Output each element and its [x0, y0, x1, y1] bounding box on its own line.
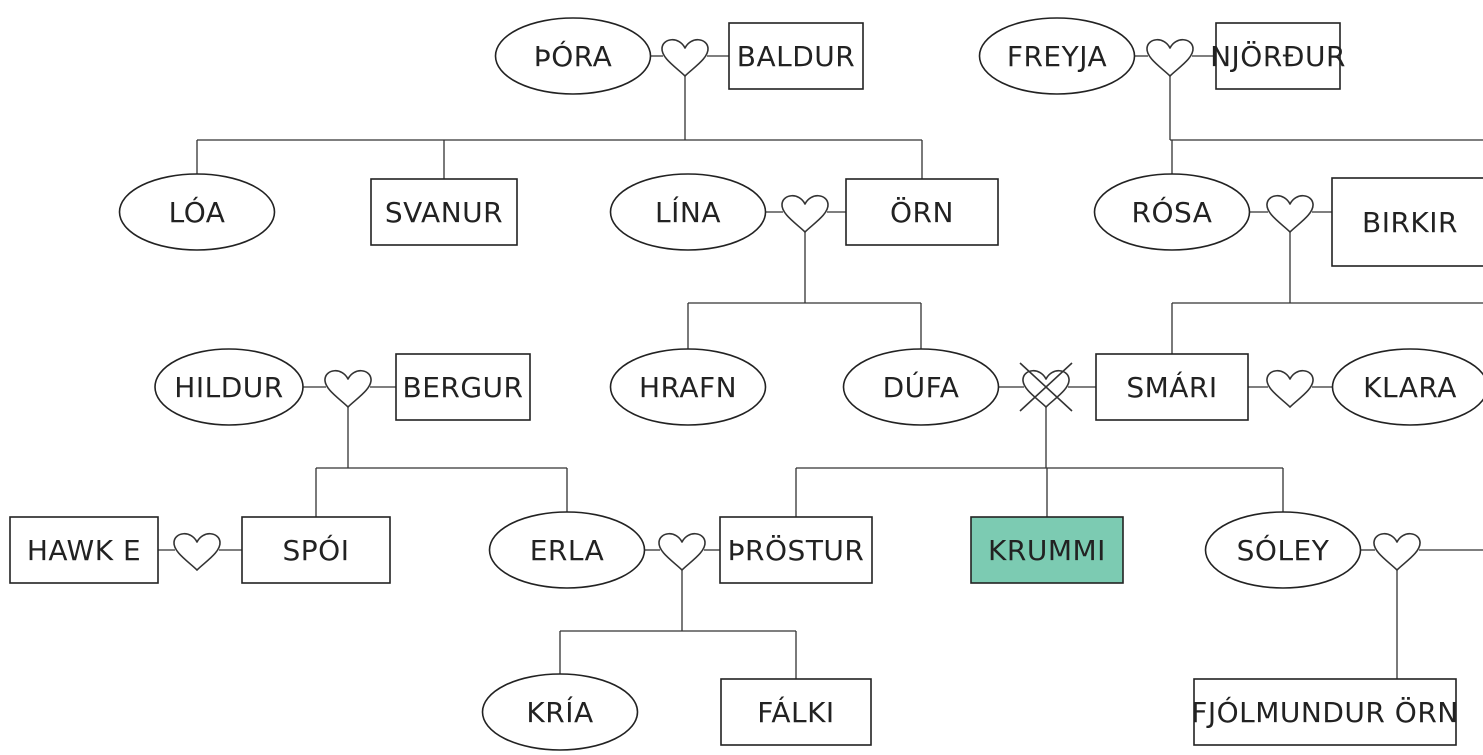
person-name-label: LÍNA	[655, 195, 721, 229]
person-name-label: FJÓLMUNDUR ÖRN	[1191, 695, 1458, 729]
person-rosa: RÓSA	[1093, 173, 1251, 251]
person-birkir: BIRKIR	[1331, 177, 1483, 267]
person-name-label: HAWK E	[27, 534, 141, 567]
person-name-label: DÚFA	[883, 370, 960, 404]
person-klara: KLARA	[1331, 348, 1483, 426]
ellipse-node	[1204, 511, 1362, 589]
heart-icon	[1266, 194, 1314, 233]
ellipse-node	[118, 173, 276, 251]
heart-icon	[173, 532, 221, 571]
connector-lines	[158, 55, 1483, 679]
person-name-label: ÖRN	[890, 195, 954, 229]
ellipse-node	[1331, 348, 1483, 426]
person-name-label: RÓSA	[1132, 195, 1213, 229]
person-soley: SÓLEY	[1204, 511, 1362, 589]
ellipse-node	[842, 348, 1000, 426]
ellipse-node	[978, 17, 1136, 95]
heart-icon	[1146, 38, 1194, 77]
person-throstur: ÞRÖSTUR	[719, 516, 873, 584]
heart-icon	[781, 194, 829, 233]
ellipse-node	[609, 173, 767, 251]
person-name-label: NJÖRÐUR	[1210, 39, 1346, 73]
person-lina: LÍNA	[609, 173, 767, 251]
heart-icon	[658, 532, 706, 571]
rect-node	[845, 178, 999, 246]
person-erla: ERLA	[488, 511, 646, 589]
person-orn: ÖRN	[845, 178, 999, 246]
rect-node	[1331, 177, 1483, 267]
person-loa: LÓA	[118, 173, 276, 251]
person-falki: FÁLKI	[720, 678, 872, 746]
ellipse-node	[1093, 173, 1251, 251]
person-name-label: LÓA	[169, 195, 226, 229]
rect-node	[1095, 353, 1249, 421]
person-spoi: SPÓI	[241, 516, 391, 584]
person-name-label: SMÁRI	[1126, 370, 1217, 404]
person-hildur: HILDUR	[154, 348, 304, 426]
heart-icon	[1373, 532, 1421, 571]
heart-icon	[1266, 369, 1314, 408]
person-name-label: BALDUR	[737, 40, 855, 73]
ellipse-node	[488, 511, 646, 589]
person-name-label: ÞRÖSTUR	[728, 533, 865, 567]
person-thora: ÞÓRA	[494, 17, 652, 95]
ellipse-node	[609, 348, 767, 426]
marriage-hearts	[173, 38, 1421, 571]
heart-icon	[324, 369, 372, 408]
person-name-label: ÞÓRA	[534, 39, 612, 73]
person-name-label: HRAFN	[639, 371, 737, 404]
person-nodes: ÞÓRA BALDUR FREYJA NJÖRÐUR LÓA SVANUR LÍNA ÖRN R…	[9, 17, 1483, 751]
person-bergur: BERGUR	[395, 353, 531, 421]
ellipse-node	[481, 673, 639, 751]
person-name-label: KRÍA	[526, 695, 593, 729]
ellipse-node	[494, 17, 652, 95]
person-njordur: NJÖRÐUR	[1210, 22, 1346, 90]
rect-node	[720, 678, 872, 746]
heart-icon	[661, 38, 709, 77]
person-name-label: SÓLEY	[1237, 533, 1330, 567]
person-name-label: FÁLKI	[757, 695, 834, 729]
person-kria: KRÍA	[481, 673, 639, 751]
heart-icon	[1022, 369, 1070, 408]
ellipse-node	[154, 348, 304, 426]
person-hawke: HAWK E	[9, 516, 159, 584]
person-freyja: FREYJA	[978, 17, 1136, 95]
person-name-label: KRUMMI	[988, 534, 1106, 567]
rect-node	[395, 353, 531, 421]
person-name-label: SVANUR	[385, 196, 503, 229]
person-name-label: ERLA	[530, 534, 605, 567]
person-fjolmundur: FJÓLMUNDUR ÖRN	[1191, 678, 1458, 746]
person-svanur: SVANUR	[370, 178, 518, 246]
rect-node	[970, 516, 1124, 584]
rect-node	[1215, 22, 1341, 90]
rect-node	[241, 516, 391, 584]
person-name-label: SPÓI	[283, 533, 350, 567]
person-smari: SMÁRI	[1095, 353, 1249, 421]
person-name-label: HILDUR	[174, 371, 283, 404]
rect-node	[9, 516, 159, 584]
person-krummi: KRUMMI	[970, 516, 1124, 584]
rect-node	[728, 22, 864, 90]
person-baldur: BALDUR	[728, 22, 864, 90]
person-name-label: BERGUR	[402, 371, 523, 404]
rect-node	[370, 178, 518, 246]
person-name-label: FREYJA	[1007, 40, 1107, 73]
person-hrafn: HRAFN	[609, 348, 767, 426]
person-dufa: DÚFA	[842, 348, 1000, 426]
rect-node	[719, 516, 873, 584]
person-name-label: KLARA	[1363, 371, 1457, 404]
divorce-cross-icon	[1019, 362, 1073, 412]
rect-node	[1193, 678, 1457, 746]
person-name-label: BIRKIR	[1362, 206, 1458, 239]
